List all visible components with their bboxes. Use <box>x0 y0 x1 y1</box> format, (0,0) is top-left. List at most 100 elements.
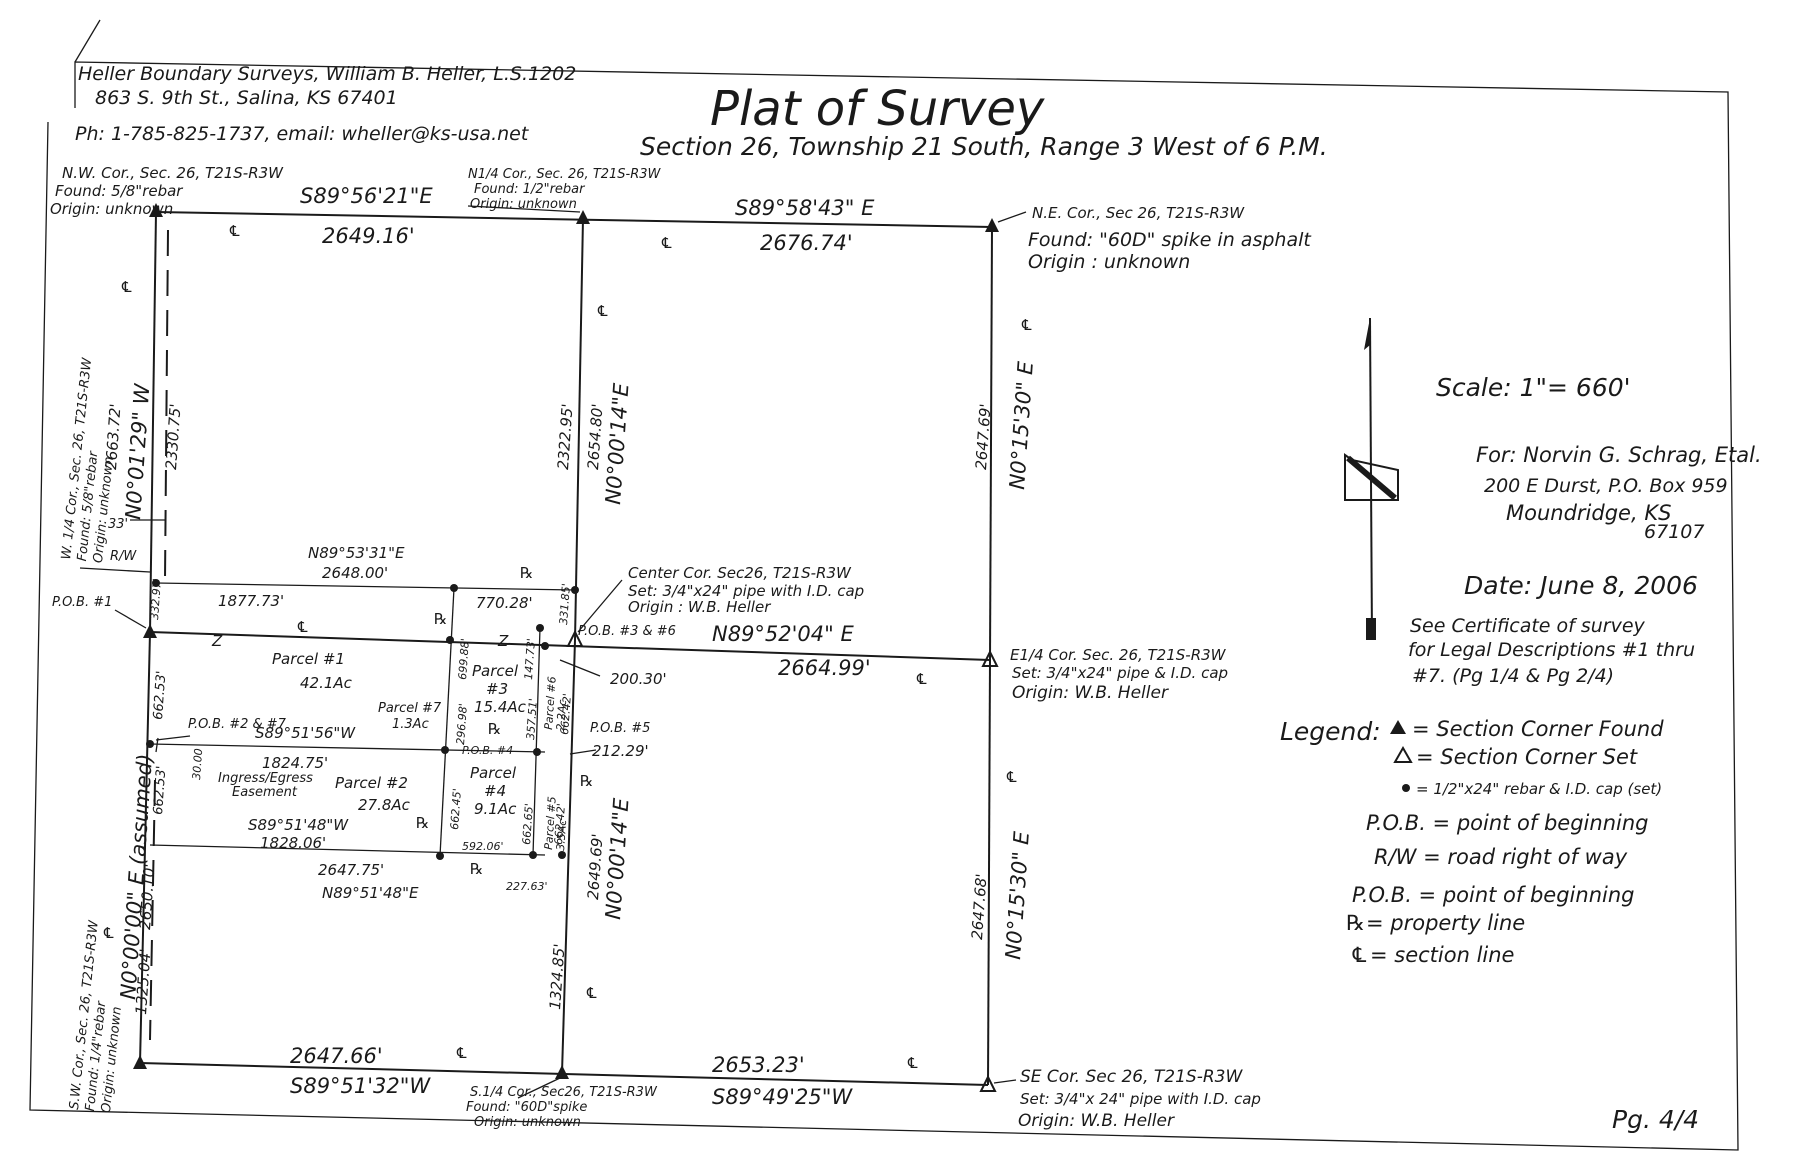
page-subtitle: Section 26, Township 21 South, Range 3 W… <box>640 132 1328 161</box>
section-line-icon: ℄ <box>1005 768 1018 786</box>
bearing-parcel-2-bot: N89°51'48"E <box>322 884 419 902</box>
distance-parcel-4-w: 662.45' <box>448 788 464 830</box>
bearing-north-e: S89°58'43" E <box>735 196 875 220</box>
property-line-icon: ℞ <box>434 610 447 628</box>
pob-2-7-label: P.O.B. #2 & #7 <box>188 717 287 732</box>
s14-corner-note: S.1/4 Cor., Sec26, T21S-R3W Found: "60D"… <box>466 1085 661 1130</box>
distance-parcel-6-a: 147.73' <box>522 638 538 680</box>
distance-north-e: 2676.74' <box>760 231 853 255</box>
leader-lines <box>79 205 1027 1099</box>
parcel-5-line <box>532 627 541 856</box>
legend-item: = Section Corner Found <box>1412 717 1664 741</box>
parcel-5-label: Parcel #5 3.5Ac <box>542 792 571 851</box>
row-line-north <box>164 229 169 581</box>
property-line-icon: ℞ <box>520 564 533 582</box>
section-line-icon: ℄ <box>906 1054 919 1072</box>
distance-parcel-3-e: 357.51' <box>524 698 540 740</box>
legend-item: P.O.B. = point of beginning <box>1352 883 1635 907</box>
legend-item: R/W = road right of way <box>1374 845 1628 869</box>
certificate-note: See Certificate of survey for Legal Desc… <box>1408 615 1700 687</box>
legend-item: P.O.B. = point of beginning <box>1366 811 1649 835</box>
legend-set-icon <box>1393 745 1413 763</box>
client-block: For: Norvin G. Schrag, Etal. 200 E Durst… <box>1476 443 1766 543</box>
legend-rebar-icon <box>1402 784 1410 792</box>
z-mark: Z <box>211 632 223 650</box>
bearing-south-e: S89°49'25"W <box>712 1085 853 1109</box>
company-contact: Ph: 1-785-825-1737, email: wheller@ks-us… <box>75 123 530 145</box>
distance-mid-s-total: 2649.69' <box>584 833 607 900</box>
legend-found-icon <box>1390 720 1406 734</box>
distance-parcel-5-e: 662.42' <box>552 803 568 845</box>
distance-west-s-part: 1325.04' <box>132 948 155 1015</box>
distance-pob5: 212.29' <box>592 742 649 760</box>
property-line-icon: ℞ <box>488 720 501 738</box>
bearing-mid-e: N89°52'04" E <box>712 622 854 646</box>
section-line-icon: ℄ <box>455 1044 468 1062</box>
distance-west-n-part: 2330.75' <box>162 403 185 470</box>
bearing-parcel-top: N89°53'31"E <box>308 544 405 562</box>
distance-mid-n-part: 2322.95' <box>554 403 577 470</box>
sw-corner-found-icon <box>133 1055 147 1069</box>
legend-item: = 1/2"x24" rebar & I.D. cap (set) <box>1416 780 1662 798</box>
section-line-icon: ℄ <box>102 924 115 942</box>
distance-parcel-6: 200.30' <box>610 670 667 688</box>
legend-item: = property line <box>1366 911 1525 935</box>
bearing-parcel-2-line: S89°51'48"W <box>248 816 349 834</box>
n14-corner-found-icon <box>576 210 590 224</box>
section-line-icon: ℄ <box>296 618 309 636</box>
distance-south-w: 2647.66' <box>290 1044 383 1068</box>
pob-3-6-label: P.O.B. #3 & #6 <box>578 624 676 639</box>
west-line-north <box>149 211 157 633</box>
distance-w-332: 332.97' <box>148 578 164 620</box>
distance-parcel-7-line: 1824.75' <box>262 754 328 772</box>
distance-mid-331: 331.85' <box>557 583 573 625</box>
section-line-icon: ℄ <box>596 302 609 320</box>
distance-easement-30: 30.00 <box>190 748 205 780</box>
bearing-east-n: N0°15'30" E <box>1005 360 1038 490</box>
legend-property-line-icon: ℞ <box>1346 911 1365 935</box>
bearing-mid-s: N0°00'14"E <box>601 797 633 921</box>
w14-corner-found-icon <box>143 624 157 638</box>
distance-parcel-2-line: 1828.06' <box>260 834 326 852</box>
distance-west-n-total: 2663.72' <box>102 403 125 470</box>
property-line-icon: ℞ <box>416 814 429 832</box>
e14-corner-set-icon <box>981 649 999 667</box>
distance-mid-n-total: 2654.80' <box>584 403 607 470</box>
easement-label: Ingress/Egress Easement <box>218 771 317 800</box>
bearing-parcel-7-line: S89°51'56"W <box>255 724 356 742</box>
north-arrow-icon <box>1344 317 1399 641</box>
distance-mid-s-part: 1324.85' <box>546 943 569 1010</box>
parcel-2-line <box>149 844 546 856</box>
corner-mark <box>74 19 101 63</box>
nw-corner-found-icon <box>149 203 163 217</box>
parcel-1-label: Parcel #1 42.1Ac <box>272 650 353 692</box>
z-mark: Z <box>497 632 509 650</box>
legend-title: Legend: <box>1280 717 1381 746</box>
pob-1-label: P.O.B. #1 <box>52 595 112 610</box>
center-corner-note: Center Cor. Sec26, T21S-R3W Set: 3/4"x24… <box>628 564 869 616</box>
s14-corner-found-icon <box>555 1065 569 1079</box>
distance-parcel-top-w: 1877.73' <box>218 592 284 610</box>
section-line-icon: ℄ <box>1020 316 1033 334</box>
legend-item: = Section Corner Set <box>1416 745 1638 769</box>
ne-corner-found-icon <box>985 218 999 232</box>
distance-rw-33: 33' <box>108 517 128 532</box>
nw-corner-note: N.W. Cor., Sec. 26, T21S-R3W Found: 5/8"… <box>50 164 288 218</box>
bearing-south-w: S89°51'32"W <box>290 1074 431 1098</box>
parcel-7-line <box>149 743 546 753</box>
parcel-6-label: Parcel #6 2.2Ac <box>542 672 571 731</box>
se-corner-note: SE Cor. Sec 26, T21S-R3W Set: 3/4"x 24" … <box>1018 1067 1266 1131</box>
distance-mid-e: 2664.99' <box>778 656 871 680</box>
distance-parcel-4-bot: 592.06' <box>462 840 504 853</box>
bearing-east-s: N0°15'30" E <box>1001 830 1034 960</box>
distance-east-s: 2647.68' <box>968 873 991 940</box>
n14-corner-note: N1/4 Cor., Sec. 26, T21S-R3W Found: 1/2"… <box>468 167 665 212</box>
legend-section-line-icon: ℄ <box>1350 943 1369 967</box>
property-line-symbols: ℞ ℞ ℞ ℞ ℞ ℞ <box>416 564 593 878</box>
distance-parcel-3-w: 699.88' <box>456 638 472 680</box>
company-name: Heller Boundary Surveys, William B. Hell… <box>78 63 576 85</box>
bearing-west-n: N0°01'29" W <box>121 382 155 520</box>
section-line-icon: ℄ <box>660 234 673 252</box>
bearing-mid-n: N0°00'14"E <box>601 382 633 506</box>
